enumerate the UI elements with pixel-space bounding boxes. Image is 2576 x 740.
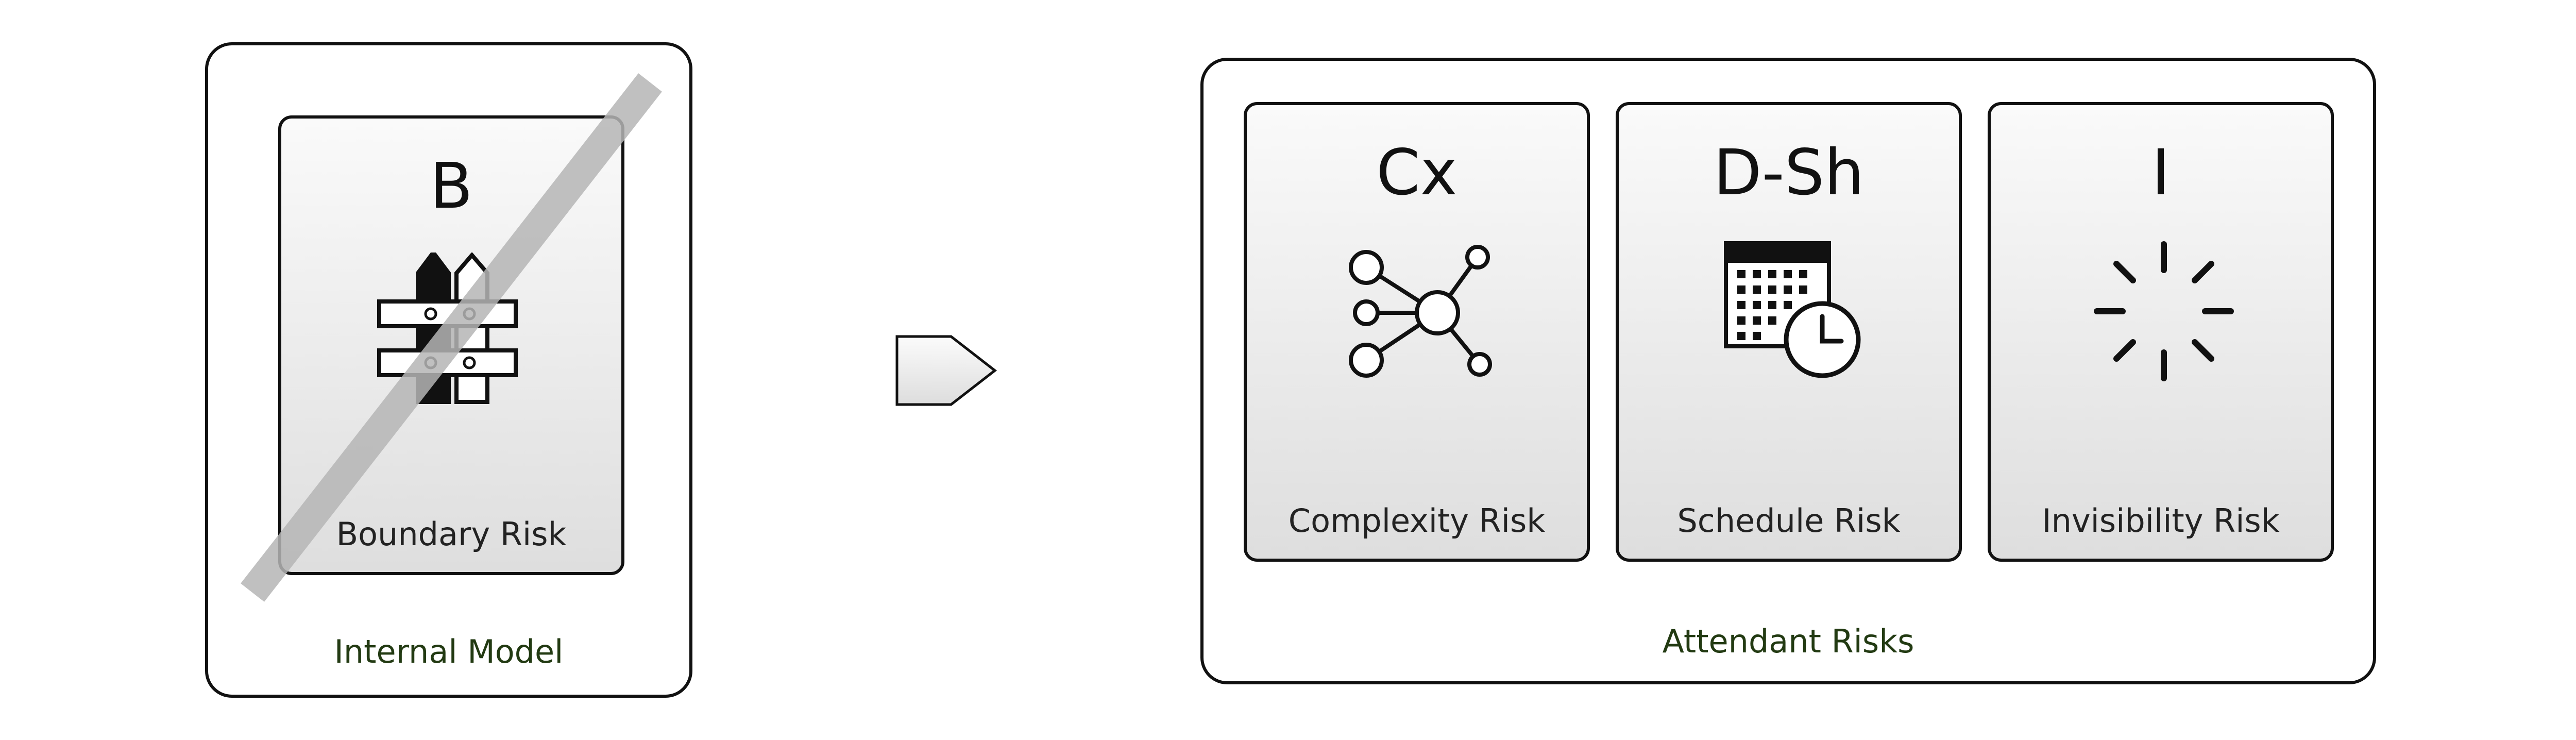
group-label: Internal Model [334,633,564,670]
card-label: Invisibility Risk [2042,502,2280,540]
calendar-clock-icon [1724,241,1861,378]
card-abbreviation: Cx [1376,136,1458,209]
complexity-risk-card: Cx Complexity Risk [1244,102,1590,562]
card-label: Boundary Risk [336,515,567,553]
invisibility-risk-card: I Invisibility Risk [1988,102,2334,562]
card-abbreviation: B [430,149,473,223]
group-label: Attendant Risks [1662,623,1914,660]
card-label: Schedule Risk [1677,502,1901,540]
sparkle-burst-icon [2094,241,2234,381]
attendant-risks-group: Cx Complexity Risk D-Sh [1200,58,2376,684]
card-abbreviation: I [2151,136,2170,209]
card-label: Complexity Risk [1288,502,1546,540]
card-abbreviation: D-Sh [1713,136,1865,209]
network-icon [1349,245,1492,378]
schedule-risk-card: D-Sh Schedule Risk [1616,102,1962,562]
pentagon-arrow-icon [895,335,997,406]
